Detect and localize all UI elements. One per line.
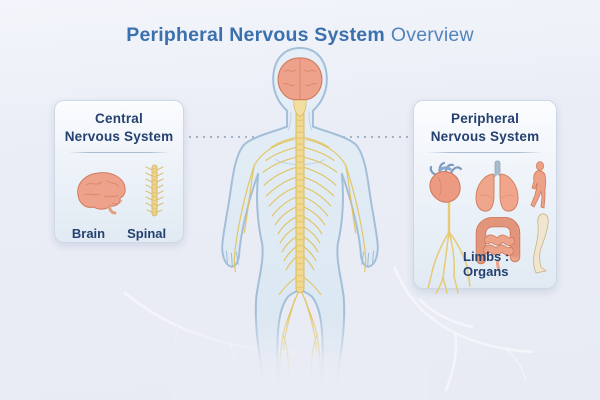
brain-label: Brain	[71, 225, 106, 241]
leg-fade-overlay	[172, 312, 428, 400]
cns-card-title-line1: Central	[95, 111, 143, 126]
brainstem	[293, 97, 307, 118]
full-body-nervous-system-illustration	[221, 46, 379, 400]
page-title-suffix: Overview	[390, 24, 474, 47]
pns-card-title-line2: Nervous System	[430, 128, 540, 144]
pns-card-title: Peripheral Nervous System	[420, 110, 550, 146]
heart-icon	[429, 161, 463, 203]
page-title-main: Peripheral Nervous System	[126, 24, 385, 47]
human-figure-icon	[530, 160, 547, 209]
organ-grid	[417, 160, 553, 294]
pns-card-divider	[427, 151, 543, 153]
limbs-organs-label: Limbs : Organs	[463, 249, 510, 279]
cns-card-title-line2: Nervous System	[64, 128, 174, 144]
spinal-cord-icon	[145, 164, 164, 217]
leg-icon	[533, 213, 549, 274]
cns-card-title: Central Nervous System	[61, 110, 177, 146]
cns-card: Central Nervous System	[54, 100, 184, 243]
lungs-icon	[475, 160, 519, 212]
spinal-cord	[295, 107, 305, 294]
nerve-branches-icon	[427, 201, 471, 294]
pns-card-title-line1: Peripheral	[450, 111, 520, 126]
pns-card: Peripheral Nervous System	[413, 100, 557, 294]
cns-card-divider	[68, 151, 170, 153]
brain-icon	[77, 171, 126, 215]
intestines-icon	[475, 216, 521, 271]
spinal-label: Spinal	[127, 225, 167, 241]
